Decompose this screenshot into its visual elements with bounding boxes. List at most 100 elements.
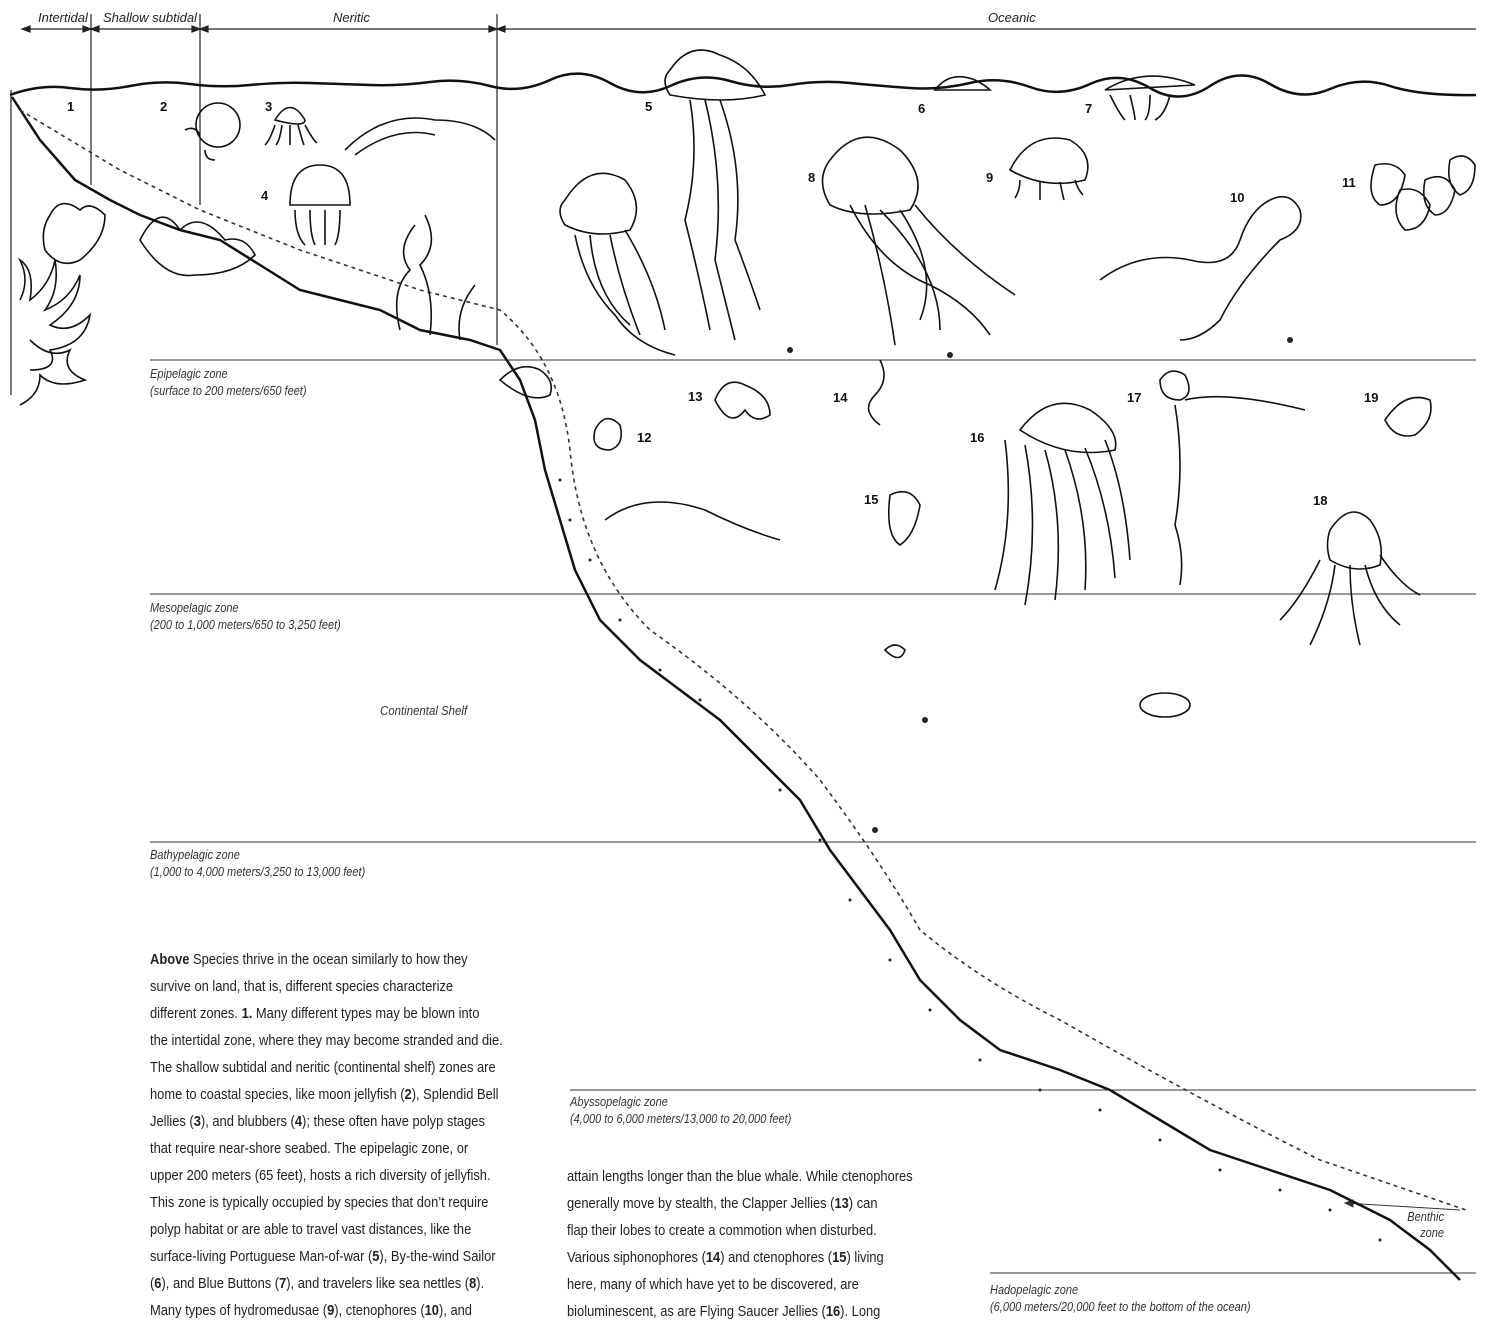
caption-bold-text: 14 [706, 1249, 720, 1266]
caption-text: ) living [846, 1249, 883, 1266]
zone-brackets [11, 14, 1476, 395]
caption-text: Many different types may be blown into [252, 1005, 479, 1022]
zone-mesopelagic-range: (200 to 1,000 meters/650 to 3,250 feet) [150, 617, 341, 634]
caption-bold-text: 13 [834, 1195, 848, 1212]
caption-text: ), and Blue Buttons ( [161, 1275, 279, 1292]
caption-text: ), Splendid Bell [412, 1086, 499, 1103]
caption-line: generally move by stealth, the Clapper J… [567, 1190, 913, 1217]
zone-label-intertidal: Intertidal [38, 10, 88, 25]
zone-epipelagic: Epipelagic zone (surface to 200 meters/6… [150, 366, 307, 400]
caption-text: ) can [849, 1195, 878, 1212]
species-number-4: 4 [261, 188, 268, 203]
caption-text: ), and travelers like sea nettles ( [286, 1275, 469, 1292]
species-number-13: 13 [688, 389, 702, 404]
caption-text: surface-living Portuguese Man-of-war ( [150, 1248, 372, 1265]
zone-epipelagic-range: (surface to 200 meters/650 feet) [150, 383, 307, 400]
caption-line: Many types of hydromedusae (9), ctenopho… [150, 1297, 503, 1324]
caption-line: Above Species thrive in the ocean simila… [150, 946, 503, 973]
caption-bold-text: Above [150, 951, 189, 968]
species-number-17: 17 [1127, 390, 1141, 405]
caption-text: ). Long [840, 1303, 880, 1320]
species-number-2: 2 [160, 99, 167, 114]
jellyfish-group [185, 50, 1475, 717]
caption-text: ), ctenophores ( [334, 1302, 424, 1319]
caption-line: here, many of which have yet to be disco… [567, 1271, 913, 1298]
caption-line: different zones. 1. Many different types… [150, 1000, 503, 1027]
caption-bold-text: 10 [425, 1302, 439, 1319]
caption-text: here, many of which have yet to be disco… [567, 1276, 859, 1293]
caption-line: This zone is typically occupied by speci… [150, 1189, 503, 1216]
caption-text: bioluminescent, as are Flying Saucer Jel… [567, 1303, 826, 1320]
zone-label-shallow-subtidal: Shallow subtidal [103, 10, 197, 25]
zone-abyssopelagic-name: Abyssopelagic zone [570, 1094, 791, 1111]
caption-bold-text: 5 [372, 1248, 379, 1265]
caption-line: upper 200 meters (65 feet), hosts a rich… [150, 1162, 503, 1189]
caption-line: (6), and Blue Buttons (7), and travelers… [150, 1270, 503, 1297]
caption-text: survive on land, that is, different spec… [150, 978, 453, 995]
species-number-18: 18 [1313, 493, 1327, 508]
caption-text: Various siphonophores ( [567, 1249, 706, 1266]
caption-line: The shallow subtidal and neritic (contin… [150, 1054, 503, 1081]
species-number-9: 9 [986, 170, 993, 185]
caption-line: attain lengths longer than the blue whal… [567, 1163, 913, 1190]
zone-epipelagic-name: Epipelagic zone [150, 366, 307, 383]
caption-text: ), and blubbers ( [201, 1113, 295, 1130]
caption-line: flap their lobes to create a commotion w… [567, 1217, 913, 1244]
caption-text: generally move by stealth, the Clapper J… [567, 1195, 834, 1212]
species-number-16: 16 [970, 430, 984, 445]
caption-text: attain lengths longer than the blue whal… [567, 1168, 913, 1185]
species-number-14: 14 [833, 390, 847, 405]
zone-bathypelagic-range: (1,000 to 4,000 meters/3,250 to 13,000 f… [150, 864, 365, 881]
caption-bold-text: 1. [242, 1005, 253, 1022]
caption-line: survive on land, that is, different spec… [150, 973, 503, 1000]
species-number-12: 12 [637, 430, 651, 445]
species-number-15: 15 [864, 492, 878, 507]
caption-text: that require near-shore seabed. The epip… [150, 1140, 468, 1157]
caption-line: Various siphonophores (14) and ctenophor… [567, 1244, 913, 1271]
zone-hadopelagic-name: Hadopelagic zone [990, 1282, 1251, 1299]
continental-shelf-label: Continental Shelf [380, 703, 467, 718]
caption-text: Many types of hydromedusae ( [150, 1302, 327, 1319]
caption-text: ) and ctenophores ( [720, 1249, 832, 1266]
benthic-zone-label: Benthic zone [1395, 1209, 1444, 1241]
zone-label-oceanic: Oceanic [988, 10, 1036, 25]
caption-line: surface-living Portuguese Man-of-war (5)… [150, 1243, 503, 1270]
caption-text: the intertidal zone, where they may beco… [150, 1032, 503, 1049]
zone-bathypelagic: Bathypelagic zone (1,000 to 4,000 meters… [150, 847, 365, 881]
caption-text: flap their lobes to create a commotion w… [567, 1222, 877, 1239]
caption-text: polyp habitat or are able to travel vast… [150, 1221, 471, 1238]
caption-line: that require near-shore seabed. The epip… [150, 1135, 503, 1162]
species-number-5: 5 [645, 99, 652, 114]
caption-text: The shallow subtidal and neritic (contin… [150, 1059, 496, 1076]
caption-line: Jellies (3), and blubbers (4); these oft… [150, 1108, 503, 1135]
caption-text: ), By-the-wind Sailor [379, 1248, 495, 1265]
caption-bold-text: 15 [832, 1249, 846, 1266]
caption-text: ); these often have polyp stages [302, 1113, 485, 1130]
caption-text: different zones. [150, 1005, 242, 1022]
zone-mesopelagic: Mesopelagic zone (200 to 1,000 meters/65… [150, 600, 341, 634]
caption-line: the intertidal zone, where they may beco… [150, 1027, 503, 1054]
zone-mesopelagic-name: Mesopelagic zone [150, 600, 341, 617]
species-number-19: 19 [1364, 390, 1378, 405]
caption-line: polyp habitat or are able to travel vast… [150, 1216, 503, 1243]
zone-label-neritic: Neritic [333, 10, 370, 25]
caption-line: bioluminescent, as are Flying Saucer Jel… [567, 1298, 913, 1325]
species-number-8: 8 [808, 170, 815, 185]
zone-hadopelagic: Hadopelagic zone (6,000 meters/20,000 fe… [990, 1282, 1251, 1316]
zone-bathypelagic-name: Bathypelagic zone [150, 847, 365, 864]
caption-right-column: attain lengths longer than the blue whal… [567, 1163, 913, 1325]
benthic-label-line2: zone [1395, 1225, 1444, 1241]
zone-abyssopelagic: Abyssopelagic zone (4,000 to 6,000 meter… [570, 1094, 791, 1128]
species-number-6: 6 [918, 101, 925, 116]
caption-text: Species thrive in the ocean similarly to… [189, 951, 467, 968]
benthic-label-line1: Benthic [1395, 1209, 1444, 1225]
caption-left-column: Above Species thrive in the ocean simila… [150, 946, 503, 1324]
species-number-3: 3 [265, 99, 272, 114]
caption-text: Jellies ( [150, 1113, 194, 1130]
sea-surface [10, 74, 1476, 97]
caption-text: home to coastal species, like moon jelly… [150, 1086, 405, 1103]
caption-bold-text: 4 [295, 1113, 302, 1130]
caption-text: This zone is typically occupied by speci… [150, 1194, 488, 1211]
zone-hadopelagic-range: (6,000 meters/20,000 feet to the bottom … [990, 1299, 1251, 1316]
zone-abyssopelagic-range: (4,000 to 6,000 meters/13,000 to 20,000 … [570, 1111, 791, 1128]
